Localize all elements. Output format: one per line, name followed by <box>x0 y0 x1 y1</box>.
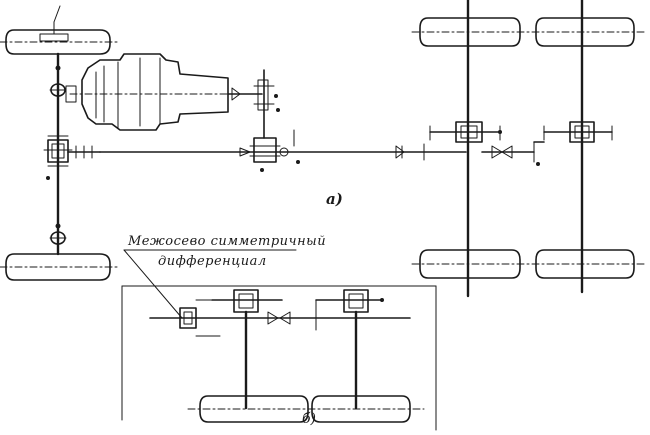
front-differential <box>47 139 69 163</box>
inset-wheel-left <box>199 395 309 423</box>
engine-block <box>81 53 229 131</box>
rear-wheel-back-top <box>535 17 635 47</box>
rear-wheel-mid-bottom <box>419 249 521 279</box>
transfer-case <box>253 137 277 163</box>
interaxle-differential <box>179 307 197 329</box>
inset-diff-2 <box>343 289 369 313</box>
inset-diff-1 <box>233 289 259 313</box>
front-wheel-bottom <box>5 253 111 281</box>
engine-gearbox-group <box>65 53 280 139</box>
rear-wheel-mid-top <box>419 17 521 47</box>
part-label-a: а) <box>326 190 343 208</box>
inset-b-group <box>121 249 437 431</box>
part-label-b: б) <box>302 411 317 427</box>
annotation-line-1: Межосево симметричный <box>128 234 327 249</box>
annotation-line-2: дифференциал <box>158 254 267 269</box>
front-axle-group <box>0 5 119 281</box>
inset-wheel-right <box>311 395 411 423</box>
rear-wheel-back-bottom <box>535 249 635 279</box>
transfer-case-group <box>99 129 467 172</box>
rear-tandem-group <box>395 0 647 298</box>
front-wheel-top <box>5 29 111 55</box>
